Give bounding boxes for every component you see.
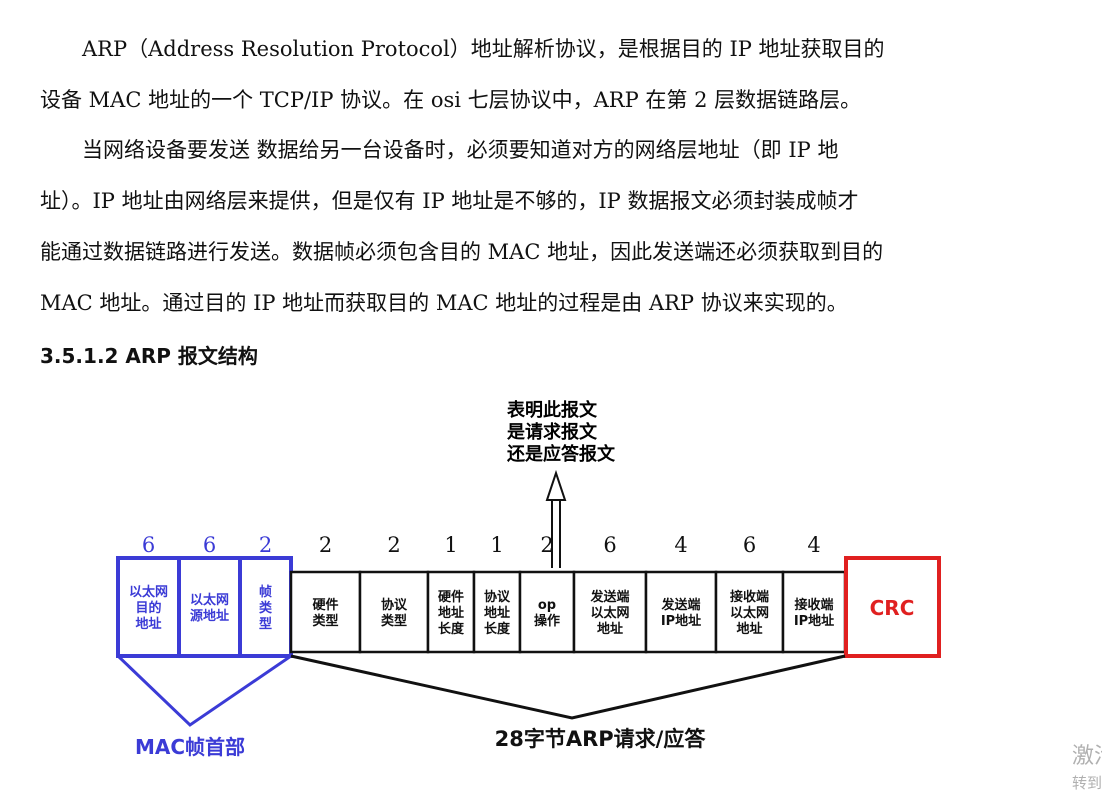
field-size: 4: [807, 533, 820, 557]
mac-header-brace: [116, 654, 292, 727]
field-label: 协议: [484, 589, 511, 605]
field-label: 源地址: [190, 608, 229, 624]
field-label: 发送端: [589, 589, 629, 605]
field-size: 2: [319, 533, 332, 557]
annotation-arrow: [545, 469, 567, 568]
field-label: 类型: [312, 613, 338, 629]
annotation-line: 还是应答报文: [506, 443, 616, 465]
field-label: 类型: [381, 613, 407, 629]
field-label: 目的: [135, 600, 161, 616]
paragraph-arp-definition: ARP（Address Resolution Protocol）地址解析协议，是…: [40, 24, 1025, 126]
field-label: 接收端: [730, 589, 769, 605]
field-label: 协议: [381, 597, 408, 613]
field-label: 地址: [135, 616, 161, 632]
field-label: 地址: [484, 605, 510, 621]
mac-header-label: MAC帧首部: [135, 735, 245, 759]
field-label: 以太网: [129, 584, 168, 600]
field-label: op: [538, 598, 556, 613]
field-size: 6: [203, 533, 216, 557]
field-size: 6: [743, 533, 756, 557]
field-label: 地址: [597, 621, 623, 637]
crc-field: CRC: [844, 556, 941, 658]
field-label: IP地址: [661, 613, 701, 629]
arp-body-label: 28字节ARP请求/应答: [495, 727, 707, 751]
paragraph-arp-purpose: 当网络设备要发送 数据给另一台设备时，必须要知道对方的网络层地址（即 IP 地 …: [40, 125, 1025, 329]
field-label: 地址: [736, 621, 762, 637]
field-size: 2: [387, 533, 400, 557]
mac-field: 2 帧类型: [238, 533, 293, 658]
field-size: 1: [490, 533, 503, 557]
field-label: 地址: [438, 605, 464, 621]
field-label: IP地址: [794, 613, 834, 629]
text-line: 设备 MAC 地址的一个 TCP/IP 协议。在 osi 七层协议中，ARP 在…: [40, 88, 862, 112]
crc-label: CRC: [870, 596, 915, 620]
field-label: 长度: [438, 621, 465, 637]
field-label: 以太网: [730, 605, 769, 621]
annotation-line: 表明此报文: [507, 399, 598, 421]
arp-body-brace: [290, 654, 846, 720]
field-label: 硬件: [438, 589, 464, 605]
field-label: 以太网: [590, 605, 629, 621]
field-size: 4: [674, 533, 687, 557]
field-size: 1: [444, 533, 457, 557]
field-label: 发送端: [660, 597, 700, 613]
field-size: 6: [603, 533, 616, 557]
field-size: 6: [142, 533, 155, 557]
field-label: 操作: [534, 613, 560, 629]
text-line: 址）。IP 地址由网络层来提供，但是仅有 IP 地址是不够的，IP 数据报文必须…: [40, 189, 859, 213]
field-size: 2: [259, 533, 272, 557]
field-label: 型: [259, 616, 272, 632]
field-label: 类: [259, 600, 273, 616]
field-label: 长度: [484, 621, 511, 637]
text-line: MAC 地址。通过目的 IP 地址而获取目的 MAC 地址的过程是由 ARP 协…: [40, 291, 848, 315]
annotation-line: 是请求报文: [506, 421, 598, 443]
field-label: 帧: [259, 584, 272, 600]
arp-fields: 2硬件类型2协议类型1硬件地址长度1协议地址长度2op操作6发送端以太网地址4发…: [289, 533, 847, 654]
field-size: 2: [540, 533, 553, 557]
field-label: 硬件: [312, 597, 338, 613]
text-line: 当网络设备要发送 数据给另一台设备时，必须要知道对方的网络层地址（即 IP 地: [82, 138, 839, 162]
text-line: ARP（Address Resolution Protocol）地址解析协议，是…: [82, 37, 885, 61]
field-label: 以太网: [190, 592, 229, 608]
field-label: 接收端: [794, 597, 833, 613]
activation-watermark-line: 转到: [1072, 774, 1102, 792]
section-heading: 3.5.1.2 ARP 报文结构: [40, 344, 258, 368]
text-line: 能通过数据链路进行发送。数据帧必须包含目的 MAC 地址，因此发送端还必须获取到…: [40, 240, 884, 264]
activation-watermark-line: 激活: [1072, 744, 1102, 769]
